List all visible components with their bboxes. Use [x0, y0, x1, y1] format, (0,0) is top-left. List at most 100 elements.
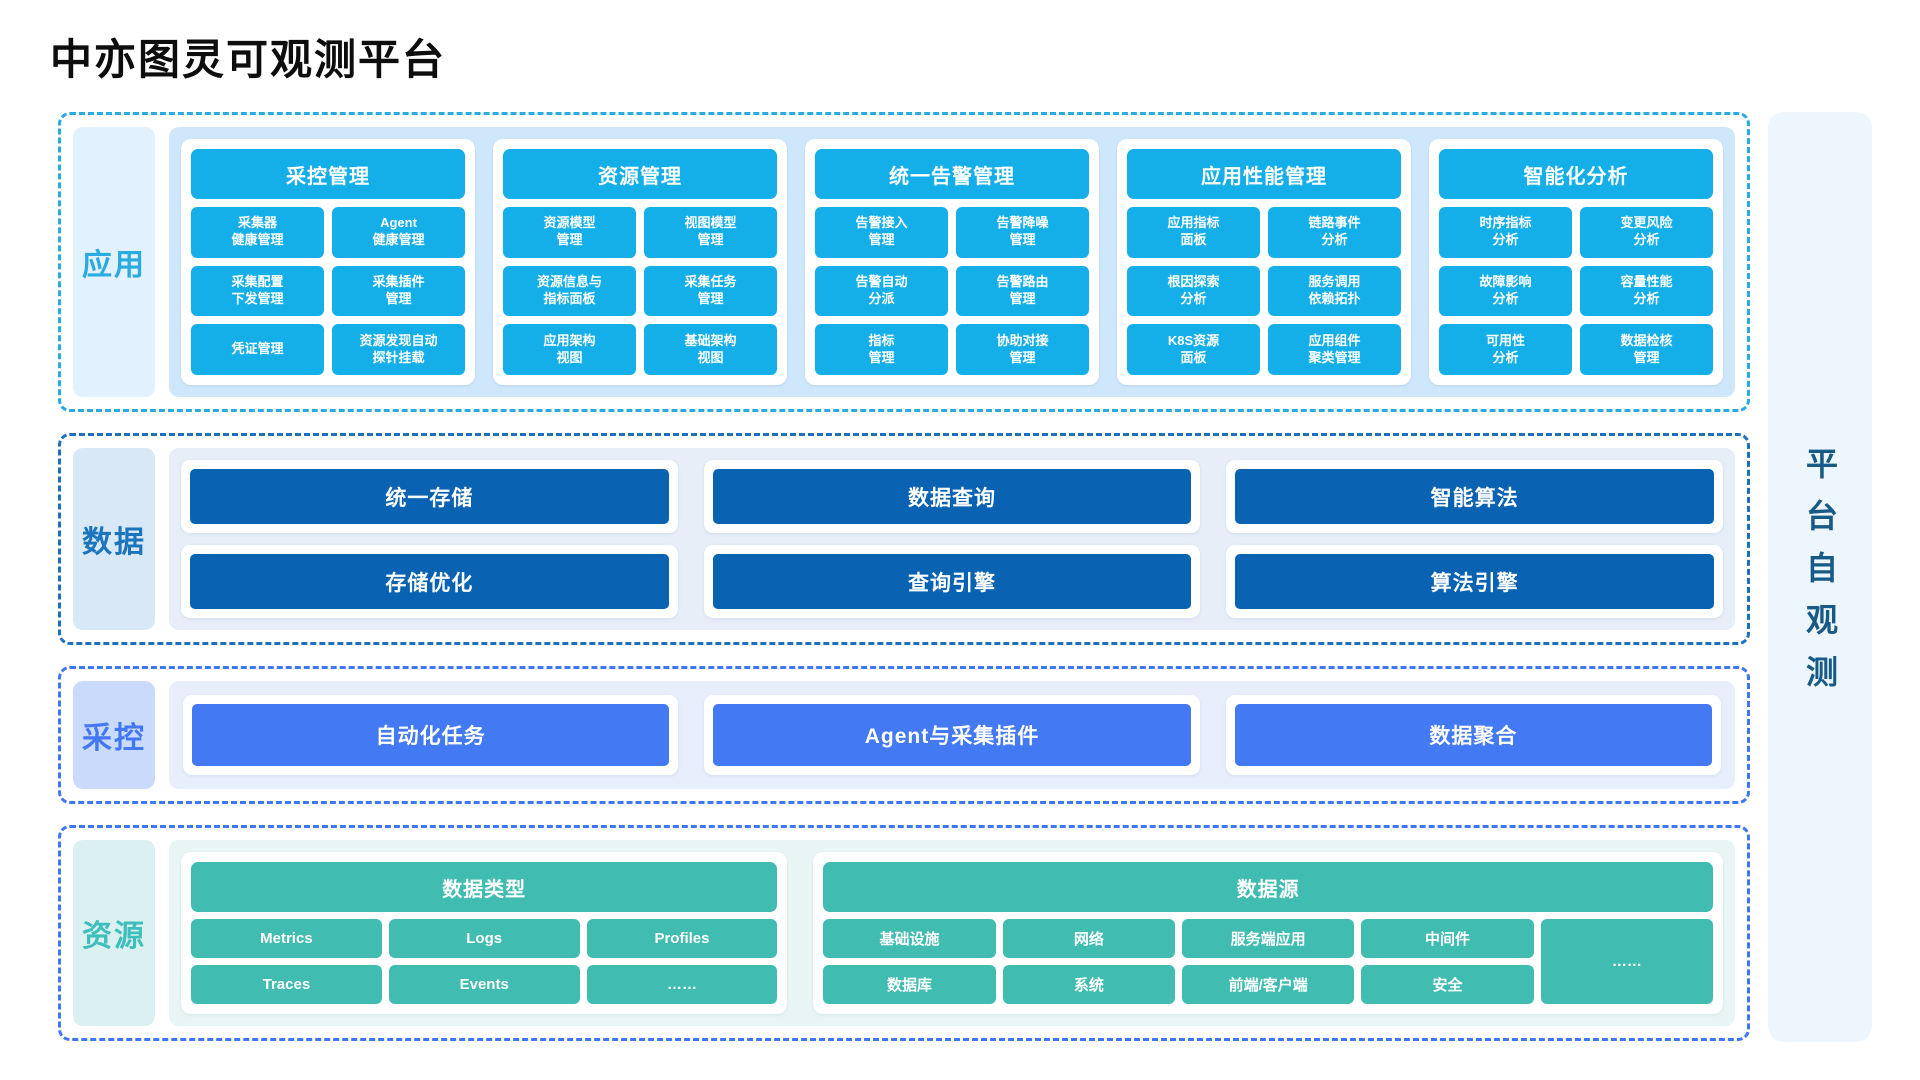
app-column-header: 智能化分析 [1439, 149, 1713, 199]
data-bar: 智能算法 [1235, 469, 1714, 524]
section-resource-label: 资源 [73, 840, 155, 1026]
app-cell: 资源发现自动 探针挂载 [332, 324, 465, 375]
bar-wrapper: 数据聚合 [1225, 695, 1721, 775]
data-group-query: 数据查询 查询引擎 [703, 460, 1201, 618]
data-group-storage: 统一存储 存储优化 [181, 460, 678, 618]
resource-cell: 系统 [1002, 965, 1176, 1004]
app-cell: 凭证管理 [191, 324, 324, 375]
resource-card-header: 数据源 [823, 862, 1713, 912]
resource-cell: 服务端应用 [1182, 919, 1355, 958]
resource-cell: Traces [191, 965, 382, 1004]
data-bar: 统一存储 [190, 469, 669, 524]
data-bar: 数据查询 [712, 469, 1192, 524]
section-resource-panel: 数据类型 Metrics Logs Profiles Traces Events… [169, 840, 1735, 1026]
app-cell: Agent 健康管理 [332, 207, 465, 258]
data-group-algorithm: 智能算法 算法引擎 [1226, 460, 1723, 618]
app-cell: 指标 管理 [815, 324, 948, 375]
app-column-header: 采控管理 [191, 149, 465, 199]
resource-cell: 数据库 [823, 965, 996, 1004]
collect-bar: 自动化任务 [192, 704, 670, 766]
app-cell: 告警自动 分派 [815, 265, 948, 317]
resource-card-data-types: 数据类型 Metrics Logs Profiles Traces Events… [181, 852, 788, 1014]
section-collect-panel: 自动化任务 Agent与采集插件 数据聚合 [169, 681, 1735, 789]
app-column-alert-mgmt: 统一告警管理 告警接入 管理 告警降噪 管理 告警自动 分派 告警路由 管理 指… [805, 139, 1099, 385]
app-cell: 采集任务 管理 [644, 265, 777, 317]
app-cell: 时序指标 分析 [1439, 207, 1572, 258]
resource-cell: …… [586, 965, 778, 1004]
app-cell: K8S资源 面板 [1127, 324, 1260, 375]
resource-cell: Profiles [586, 919, 778, 958]
bar-wrapper: 存储优化 [181, 545, 678, 618]
app-cell: 告警降噪 管理 [956, 207, 1089, 258]
bar-wrapper: 统一存储 [181, 460, 678, 533]
resource-cell: 中间件 [1361, 919, 1534, 958]
resource-types-grid: Metrics Logs Profiles Traces Events …… [191, 919, 778, 1004]
platform-self-observability-sidebar: 平台自观测 [1768, 112, 1872, 1042]
data-bar: 存储优化 [190, 554, 669, 609]
app-column-grid: 告警接入 管理 告警降噪 管理 告警自动 分派 告警路由 管理 指标 管理 协助… [815, 207, 1089, 375]
app-cell: 采集器 健康管理 [191, 207, 324, 258]
section-application-label: 应用 [73, 127, 155, 397]
app-column-header: 资源管理 [503, 149, 777, 199]
app-cell: 故障影响 分析 [1439, 265, 1572, 317]
bar-wrapper: 查询引擎 [703, 545, 1201, 618]
section-data-panel: 统一存储 存储优化 数据查询 查询引擎 智能算法 [169, 448, 1735, 630]
app-cell: 容量性能 分析 [1580, 265, 1713, 317]
section-application: 应用 采控管理 采集器 健康管理 Agent 健康管理 采集配置 下发管理 采集… [58, 112, 1750, 412]
app-cell: 服务调用 依赖拓扑 [1268, 265, 1401, 317]
section-resource: 资源 数据类型 Metrics Logs Profiles Traces Eve… [58, 825, 1750, 1041]
platform-self-observability-label: 平台自观测 [1802, 447, 1838, 707]
app-cell: 可用性 分析 [1439, 324, 1572, 375]
resource-cell: 基础设施 [823, 919, 996, 958]
bar-wrapper: 数据查询 [703, 460, 1201, 533]
bar-wrapper: Agent与采集插件 [704, 695, 1200, 775]
app-column-grid: 资源模型 管理 视图模型 管理 资源信息与 指标面板 采集任务 管理 应用架构 … [503, 207, 777, 375]
app-cell: 根因探索 分析 [1127, 265, 1260, 317]
app-column-collection-mgmt: 采控管理 采集器 健康管理 Agent 健康管理 采集配置 下发管理 采集插件 … [181, 139, 475, 385]
sections-column: 应用 采控管理 采集器 健康管理 Agent 健康管理 采集配置 下发管理 采集… [58, 112, 1750, 1042]
app-cell: 基础架构 视图 [644, 324, 777, 375]
data-bar: 查询引擎 [712, 554, 1192, 609]
app-cell: 应用组件 聚类管理 [1268, 324, 1401, 375]
resource-cell: Metrics [191, 919, 382, 958]
app-column-grid: 应用指标 面板 链路事件 分析 根因探索 分析 服务调用 依赖拓扑 K8S资源 … [1127, 207, 1401, 375]
app-cell: 链路事件 分析 [1268, 207, 1401, 258]
app-cell: 变更风险 分析 [1580, 207, 1713, 258]
resource-cell: 安全 [1361, 965, 1534, 1004]
section-application-panel: 采控管理 采集器 健康管理 Agent 健康管理 采集配置 下发管理 采集插件 … [169, 127, 1735, 397]
app-cell: 资源信息与 指标面板 [503, 265, 636, 317]
app-cell: 资源模型 管理 [503, 207, 636, 258]
resource-card-data-sources: 数据源 基础设施 网络 服务端应用 中间件 …… 数据库 系统 前端/客户端 安… [813, 852, 1723, 1014]
resource-cell: Logs [388, 919, 580, 958]
resource-cell: Events [388, 965, 580, 1004]
app-cell: 告警接入 管理 [815, 207, 948, 258]
resource-sources-grid: 基础设施 网络 服务端应用 中间件 …… 数据库 系统 前端/客户端 安全 [823, 919, 1713, 1004]
section-data-label: 数据 [73, 448, 155, 630]
app-cell: 采集配置 下发管理 [191, 265, 324, 317]
app-cell: 视图模型 管理 [644, 207, 777, 258]
data-bar: 算法引擎 [1235, 554, 1714, 609]
resource-cell-more: …… [1540, 919, 1713, 1004]
resource-card-header: 数据类型 [191, 862, 778, 912]
section-collect-label: 采控 [73, 681, 155, 789]
bar-wrapper: 自动化任务 [183, 695, 679, 775]
collect-bar: Agent与采集插件 [713, 704, 1191, 766]
app-column-grid: 时序指标 分析 变更风险 分析 故障影响 分析 容量性能 分析 可用性 分析 数… [1439, 207, 1713, 375]
app-cell: 协助对接 管理 [956, 324, 1089, 375]
app-cell: 采集插件 管理 [332, 265, 465, 317]
app-column-ai-analysis: 智能化分析 时序指标 分析 变更风险 分析 故障影响 分析 容量性能 分析 可用… [1429, 139, 1723, 385]
app-column-resource-mgmt: 资源管理 资源模型 管理 视图模型 管理 资源信息与 指标面板 采集任务 管理 … [493, 139, 787, 385]
app-cell: 数据检核 管理 [1580, 324, 1713, 375]
app-column-header: 统一告警管理 [815, 149, 1089, 199]
bar-wrapper: 智能算法 [1226, 460, 1723, 533]
collect-bar: 数据聚合 [1234, 704, 1712, 766]
section-collect: 采控 自动化任务 Agent与采集插件 数据聚合 [58, 666, 1750, 804]
app-column-apm: 应用性能管理 应用指标 面板 链路事件 分析 根因探索 分析 服务调用 依赖拓扑… [1117, 139, 1411, 385]
app-cell: 应用架构 视图 [503, 324, 636, 375]
app-cell: 告警路由 管理 [956, 265, 1089, 317]
bar-wrapper: 算法引擎 [1226, 545, 1723, 618]
page-title: 中亦图灵可观测平台 [50, 36, 447, 83]
content: 应用 采控管理 采集器 健康管理 Agent 健康管理 采集配置 下发管理 采集… [58, 112, 1872, 1042]
resource-cell: 前端/客户端 [1182, 965, 1355, 1004]
app-column-grid: 采集器 健康管理 Agent 健康管理 采集配置 下发管理 采集插件 管理 凭证… [191, 207, 465, 375]
